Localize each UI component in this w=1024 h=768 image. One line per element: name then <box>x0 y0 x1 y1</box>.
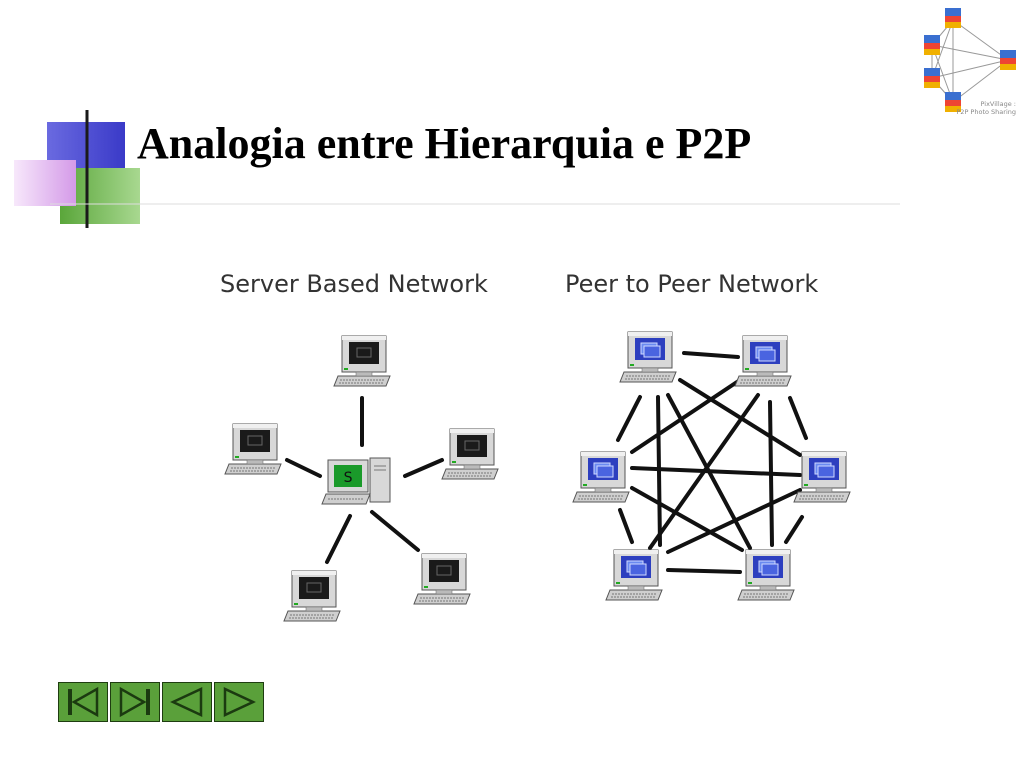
previous-slide-button[interactable] <box>162 682 212 722</box>
skip-first-icon <box>68 686 99 718</box>
peer-computer-bottom-left <box>606 550 662 600</box>
server-link-bottom-right <box>370 510 420 552</box>
server-link-bottom-left <box>325 514 352 564</box>
next-icon <box>223 687 256 717</box>
server-link-right <box>403 458 444 478</box>
skip-last-icon <box>119 686 150 718</box>
peer-links <box>616 351 808 574</box>
p2p-network-caption: Peer to Peer Network <box>565 270 818 298</box>
server-link-left <box>285 458 322 478</box>
network-diagram: Server Based Network Peer to Peer Networ… <box>220 270 880 640</box>
client-computer-right <box>442 429 498 479</box>
peer-computer-middle-right <box>794 452 850 502</box>
logo-line1: PixVillage : <box>980 100 1016 108</box>
peer-computer-bottom-right <box>738 550 794 600</box>
peer-computer-top-right <box>735 336 791 386</box>
peer-computer-top-left <box>620 332 676 382</box>
last-slide-button[interactable] <box>110 682 160 722</box>
client-computer-top <box>334 336 390 386</box>
server-label: S <box>344 470 353 486</box>
first-slide-button[interactable] <box>58 682 108 722</box>
server-network-caption: Server Based Network <box>220 270 488 298</box>
deco-pink-square <box>14 160 76 206</box>
client-computer-left <box>225 424 281 474</box>
pixvillage-logo: PixVillage : P2P Photo Sharing <box>924 8 1016 116</box>
peer-computer-middle-left <box>573 452 629 502</box>
logo-line2: P2P Photo Sharing <box>956 108 1016 116</box>
slide-title: Analogia entre Hierarquia e P2P <box>137 119 752 168</box>
slide-navigation <box>58 682 266 722</box>
next-slide-button[interactable] <box>214 682 264 722</box>
previous-icon <box>170 687 203 717</box>
client-computer-bottom-left <box>284 571 340 621</box>
client-computer-bottom-right <box>414 554 470 604</box>
server-links <box>285 396 444 564</box>
server-computer: S <box>321 457 391 505</box>
